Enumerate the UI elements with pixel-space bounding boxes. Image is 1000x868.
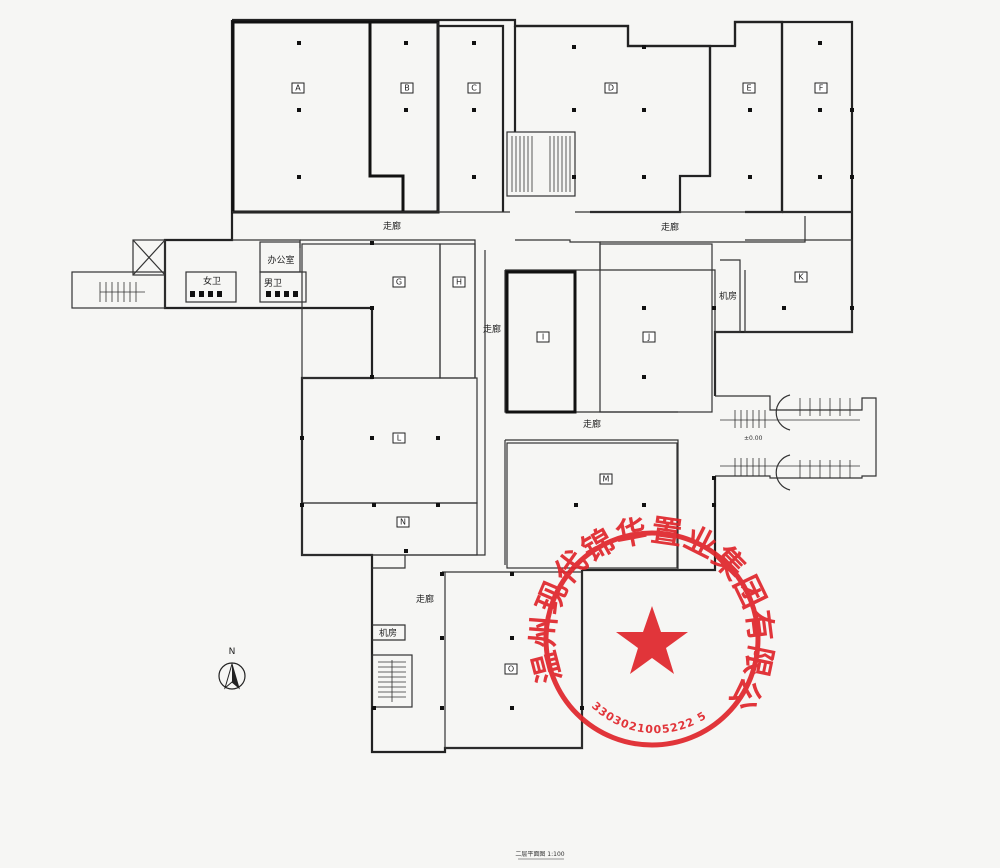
room-tags: A B C D E F G H I J K L M N O (291, 82, 828, 675)
svg-text:L: L (397, 434, 402, 443)
room-tag-h: H (452, 276, 466, 288)
svg-text:C: C (471, 84, 477, 93)
room-tag-n: N (396, 516, 410, 528)
svg-text:D: D (608, 84, 614, 93)
svg-text:H: H (456, 278, 462, 287)
right-stairs (715, 394, 877, 491)
svg-text:F: F (819, 84, 824, 93)
structural-columns (297, 41, 854, 710)
female-wc-label: 女卫 (203, 275, 221, 287)
svg-text:M: M (603, 475, 610, 484)
room-tag-o: O (504, 663, 518, 675)
corridor-label-top-left: 走廊 (383, 220, 401, 232)
svg-text:K: K (798, 273, 804, 282)
north-label: N (229, 647, 236, 657)
svg-text:B: B (404, 84, 410, 93)
room-tag-c: C (467, 82, 481, 94)
room-tag-a: A (291, 82, 305, 94)
elevation-mark: ±0.00 (744, 435, 763, 442)
room-tag-l: L (392, 432, 406, 444)
room-tag-m: M (599, 473, 613, 485)
room-walls (301, 239, 853, 749)
area-labels: 走廊 走廊 走廊 走廊 走廊 办公室 女卫 男卫 机房 机房 ±0.00 (203, 220, 763, 639)
svg-text:温州现代锦华置业集团有限公司: 温州现代锦华置业集团有限公司 (0, 0, 778, 717)
svg-text:I: I (542, 333, 544, 342)
room-tag-k: K (794, 271, 808, 283)
male-wc-label: 男卫 (264, 278, 282, 289)
svg-text:N: N (400, 518, 406, 527)
svg-text:A: A (295, 84, 301, 93)
svg-text:G: G (396, 278, 402, 287)
svg-text:E: E (746, 84, 751, 93)
svg-text:3303021005222 5: 3303021005222 5 (589, 699, 709, 736)
room-tag-e: E (742, 82, 756, 94)
office-label: 办公室 (267, 254, 294, 266)
svg-text:J: J (647, 333, 650, 342)
svg-text:O: O (508, 665, 514, 674)
corridor-label-vertical: 走廊 (483, 323, 501, 335)
service-block (71, 239, 307, 309)
north-arrow: N (218, 647, 246, 690)
corridor-walls (232, 211, 852, 570)
corridor-label-top-right: 走廊 (661, 221, 679, 233)
corridor-label-bottom: 走廊 (416, 593, 434, 605)
left-stair (99, 282, 145, 302)
central-escalator (506, 131, 576, 197)
bottom-stair (371, 654, 413, 708)
room-tag-g: G (392, 276, 406, 288)
room-tag-i: I (536, 331, 550, 343)
room-tag-f: F (814, 82, 828, 94)
top-shop-walls (231, 20, 852, 214)
room-tag-j: J (642, 331, 656, 343)
corridor-label-middle: 走廊 (583, 418, 601, 430)
star-icon (616, 606, 688, 674)
machine-room-label-right: 机房 (719, 290, 737, 302)
drawing-caption: 二层平面图 1:100 (515, 851, 564, 858)
machine-room-label-bottom: 机房 (379, 627, 397, 639)
room-tag-d: D (604, 82, 618, 94)
room-tag-b: B (400, 82, 414, 94)
